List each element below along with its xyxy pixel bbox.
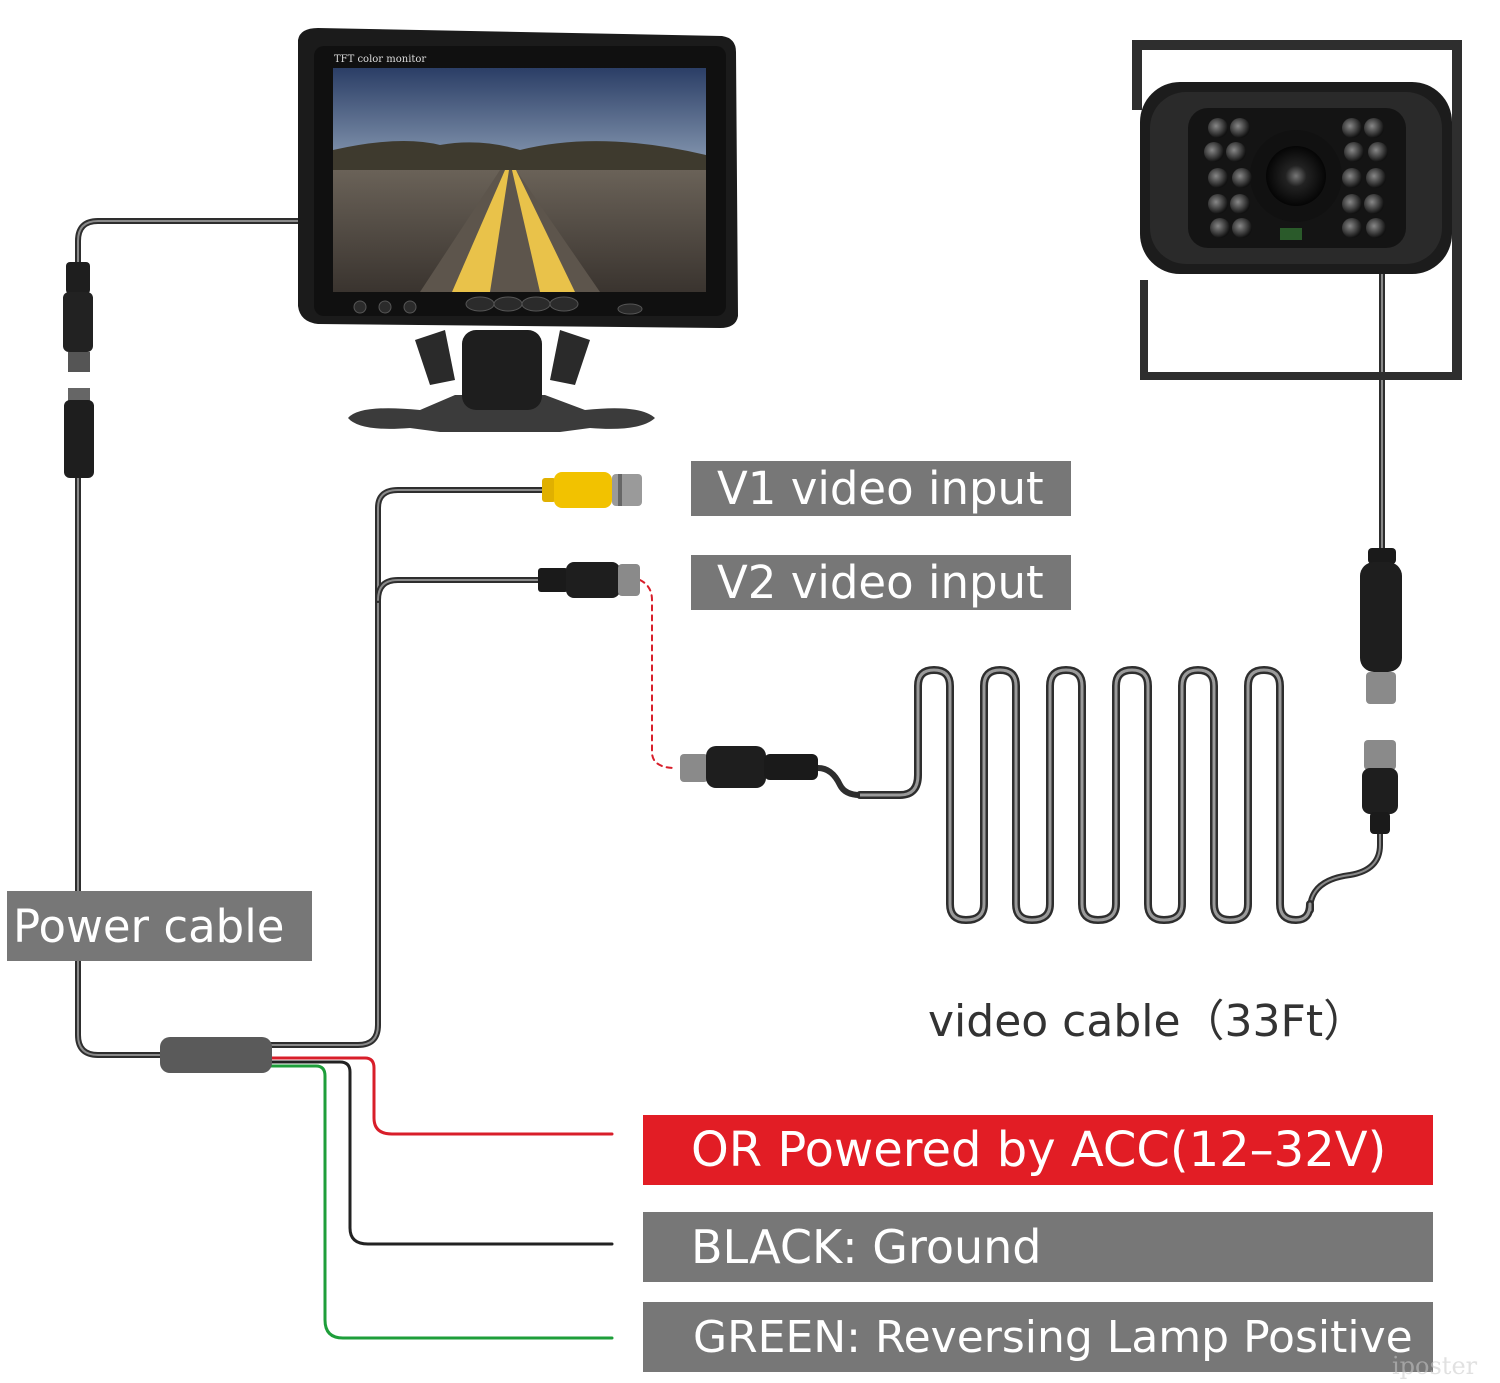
v2-wire — [375, 577, 543, 603]
power-connector-icon — [63, 262, 94, 478]
monitor-cable — [75, 218, 303, 265]
acc-power-label: OR Powered by ACC(12–32V) — [643, 1115, 1433, 1185]
rca-connector-icon — [542, 472, 642, 508]
black-wire — [268, 1060, 614, 1246]
monitor-icon — [298, 28, 738, 432]
dotted-link — [639, 579, 677, 769]
green-reversing-label: GREEN: Reversing Lamp Positive — [643, 1302, 1433, 1372]
aviation-connector-icon — [1360, 548, 1402, 704]
wires — [75, 218, 1385, 1340]
aviation-connector-icon — [538, 562, 640, 598]
video-split-wire — [267, 487, 548, 1048]
ir-leds — [1204, 118, 1388, 238]
video-cable-label: video cable（33Ft） — [928, 996, 1368, 1047]
power-cable-wire — [75, 467, 163, 1058]
aviation-connector-icon — [680, 746, 861, 798]
black-ground-label: BLACK: Ground — [643, 1212, 1433, 1282]
camera-icon — [1132, 40, 1462, 380]
monitor-buttons — [353, 296, 643, 315]
v1-video-input-label: V1 video input — [691, 461, 1071, 516]
watermark: iposter — [1392, 1352, 1478, 1380]
red-wire — [268, 1056, 614, 1136]
v2-video-input-label: V2 video input — [691, 555, 1071, 610]
video-cable-coil — [856, 666, 1314, 924]
monitor-screen-label: TFT color monitor — [334, 54, 427, 65]
junction-box-icon — [160, 1037, 272, 1073]
green-wire — [268, 1064, 614, 1340]
power-cable-label: Power cable — [7, 891, 312, 961]
aviation-connector-icon — [1362, 740, 1398, 834]
